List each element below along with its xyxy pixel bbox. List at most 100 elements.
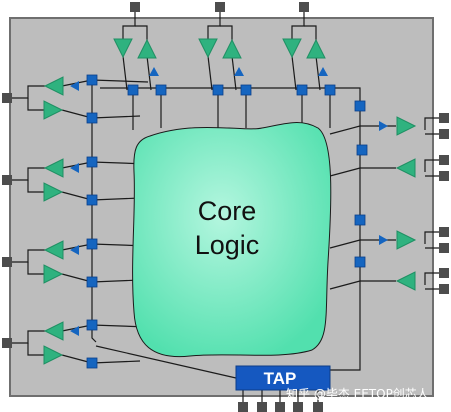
wire [122,55,128,91]
io-pad-icon [439,113,449,123]
wire [146,55,152,91]
wire [231,55,237,91]
wire [100,87,361,104]
mux-triangle-icon [379,235,388,245]
io-pad-icon [2,175,12,185]
boundary-scan-cell-icon [86,319,98,331]
mux-triangle-icon [70,163,79,173]
boundary-scan-cell-icon [356,144,368,156]
io-pad-icon [2,93,12,103]
boundary-scan-cell-icon [240,84,252,96]
io-pad-icon [275,402,285,412]
core-logic-label-line1: Core [198,196,257,226]
wire [220,25,233,44]
mux-triangle-icon [149,67,159,76]
mux-triangle-icon [70,245,79,255]
wire [91,360,141,364]
io-pad-icon [313,402,323,412]
buffer-icon [113,38,133,59]
boundary-scan-cell-icon [127,84,139,96]
io-pad-icon [238,402,248,412]
wire [329,167,361,177]
wire [7,167,45,181]
boundary-scan-cell-icon [354,100,366,112]
wire [7,85,45,99]
buffer-icon [396,116,417,136]
io-buffers [43,38,417,365]
buffer-icon [43,100,64,120]
boundary-scan-cell-icon [86,276,98,288]
tap-label: TAP [264,369,297,388]
boundary-scan-cell-icon [354,214,366,226]
io-pad-icon [439,129,449,139]
buffer-icon [43,182,64,202]
boundary-scan-cell-icon [212,84,224,96]
buffer-icon [137,38,157,59]
wire [27,98,45,111]
wire [329,239,361,249]
wire [424,231,444,244]
io-pad-icon [299,2,309,12]
wire [291,55,297,91]
io-pad-icon [130,2,140,12]
io-pad-icon [439,155,449,165]
mux-triangle-icon [70,326,79,336]
boundary-scan-cell-icon [86,238,98,250]
boundary-scan-cell-icon [354,256,366,268]
wire [207,7,221,44]
mux-triangle-icon [318,67,328,76]
boundary-scan-cell-icon [324,84,336,96]
wire [122,7,136,44]
core-logic-block [132,122,332,358]
wire [27,343,45,356]
io-pad-icon [2,257,12,267]
boundary-scan-cell-icon [86,194,98,206]
wire [91,115,141,119]
wire [304,25,317,44]
wire [7,330,45,344]
wire [207,55,213,91]
wire [7,249,45,263]
tap-controller [235,365,331,391]
wire [91,79,149,83]
buffer-icon [395,158,416,178]
io-pad-icon [439,227,449,237]
io-pad-icon [439,284,449,294]
mux-triangle-icon [379,121,388,131]
boundary-scan-cell-icon [155,84,167,96]
io-pad-icon [439,171,449,181]
wire [329,280,361,290]
buffer-icon [306,38,326,59]
wire [315,55,321,91]
wire [135,25,148,44]
wire [424,117,444,130]
io-pad-icon [257,402,267,412]
buffer-icon [43,345,64,365]
wire [91,279,141,283]
buffer-icon [396,230,417,250]
wire [27,262,45,275]
core-logic-label-line2: Logic [195,230,260,260]
boundary-scan-cell-icon [86,357,98,369]
wire [424,272,444,285]
boundary-scan-cell-icon [86,112,98,124]
buffer-icon [43,264,64,284]
wire [329,125,361,135]
watermark-text: 知乎 @毕杰 EETOP创芯人 [286,387,429,401]
buffer-icon [43,321,64,341]
io-pad-icon [439,268,449,278]
buffer-icon [282,38,302,59]
buffer-icon [43,158,64,178]
buffer-icon [198,38,218,59]
wire [91,197,141,201]
wire [291,7,305,44]
boundary-scan-cell-icon [86,74,98,86]
buffer-icon [222,38,242,59]
wiring [7,7,444,408]
boundary-scan-cell-icon [86,156,98,168]
buffer-icon [395,271,416,291]
buffer-icon [43,240,64,260]
io-pad-icon [293,402,303,412]
